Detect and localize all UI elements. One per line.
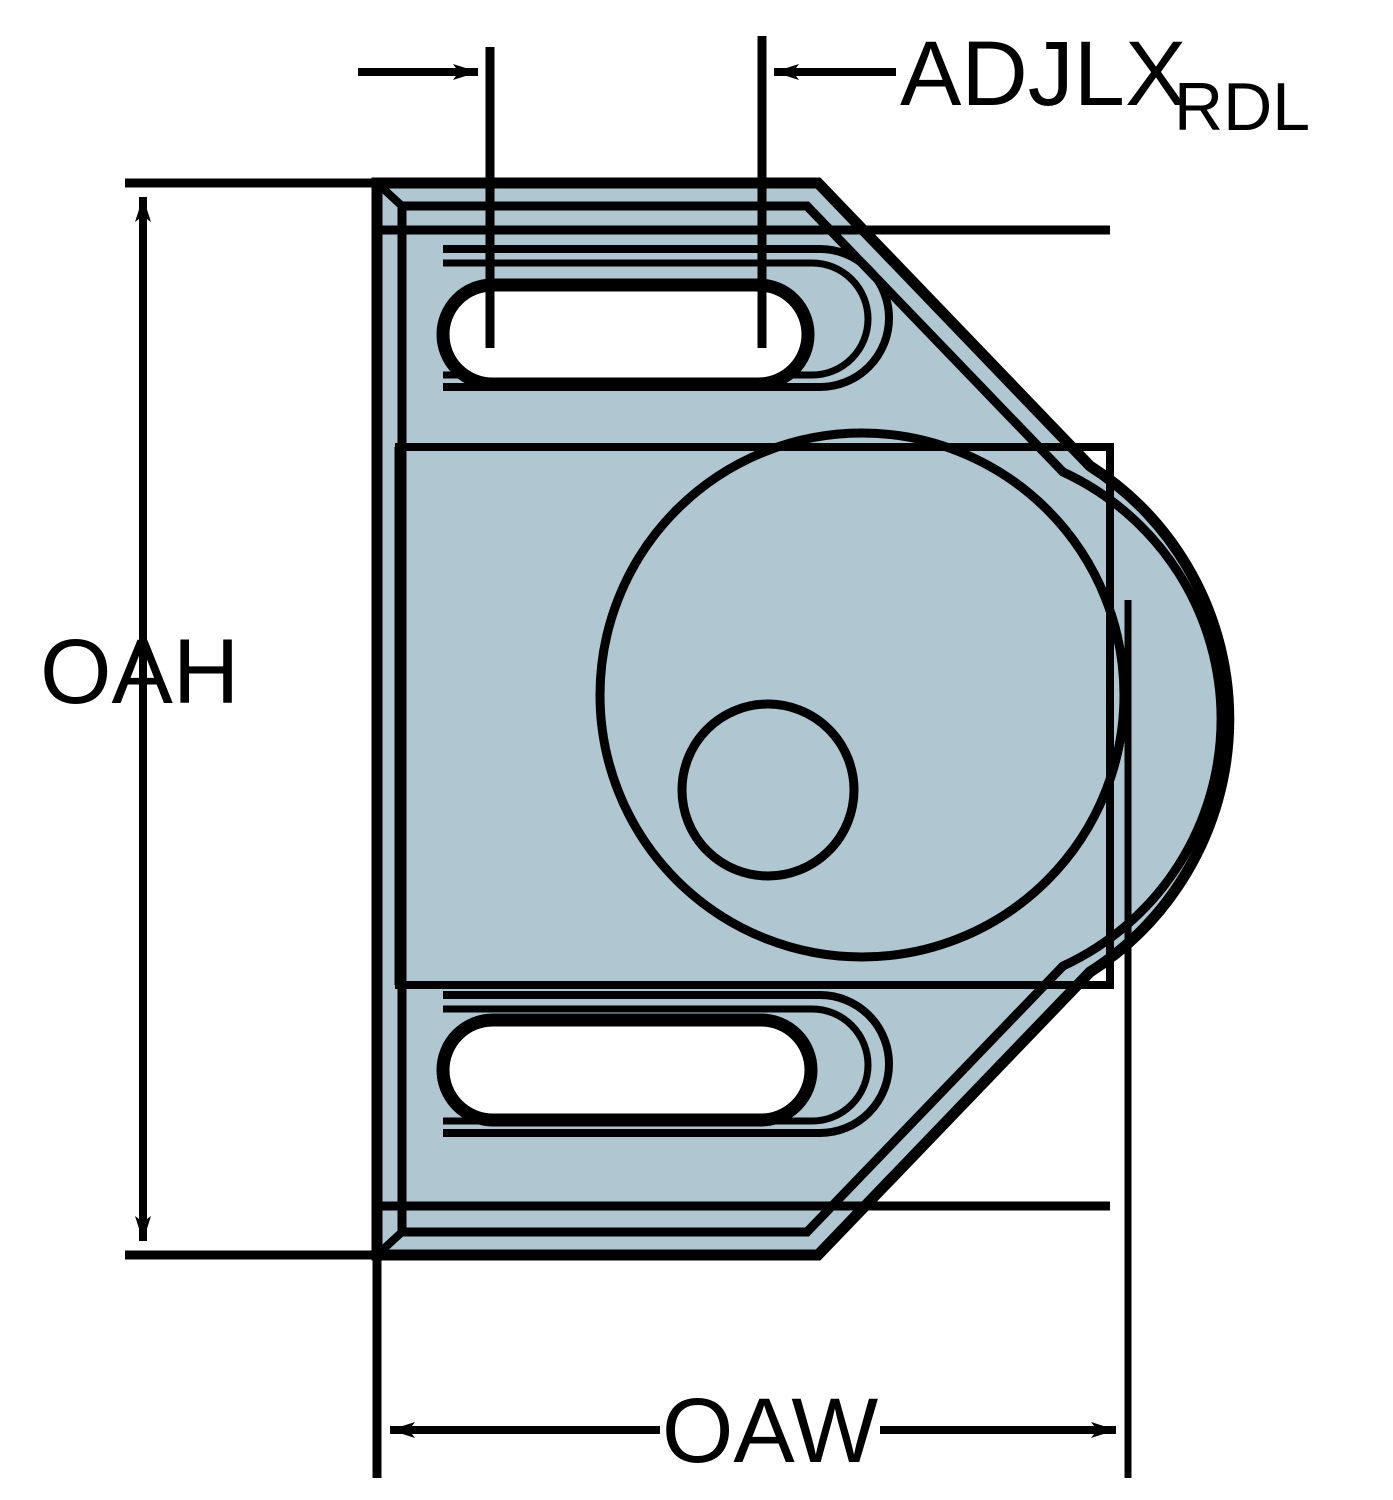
oah-label: OAH xyxy=(40,621,239,723)
part-body xyxy=(371,177,1235,1261)
lower-slot xyxy=(436,1013,818,1127)
large-bore-circle xyxy=(595,428,1129,962)
small-hole-circle xyxy=(677,699,859,881)
upper-slot-recess-outline xyxy=(443,245,893,391)
part-inner-face-outline xyxy=(397,201,1226,1237)
dimension-oaw: OAW xyxy=(372,600,1132,1482)
lower-slot-recess-outline xyxy=(443,991,893,1137)
oaw-label: OAW xyxy=(662,1380,879,1482)
dimension-oah: OAH xyxy=(40,178,382,1260)
upper-slot xyxy=(436,278,815,391)
adjlx-label: ADJLX xyxy=(900,23,1186,125)
dimension-adjlx-rdl: ADJLX RDL xyxy=(358,23,1310,348)
lower-slot-recess-outline-inner xyxy=(443,1005,872,1125)
adjlx-label-subscript: RDL xyxy=(1174,69,1310,145)
upper-slot-recess-outline-inner xyxy=(443,259,872,379)
